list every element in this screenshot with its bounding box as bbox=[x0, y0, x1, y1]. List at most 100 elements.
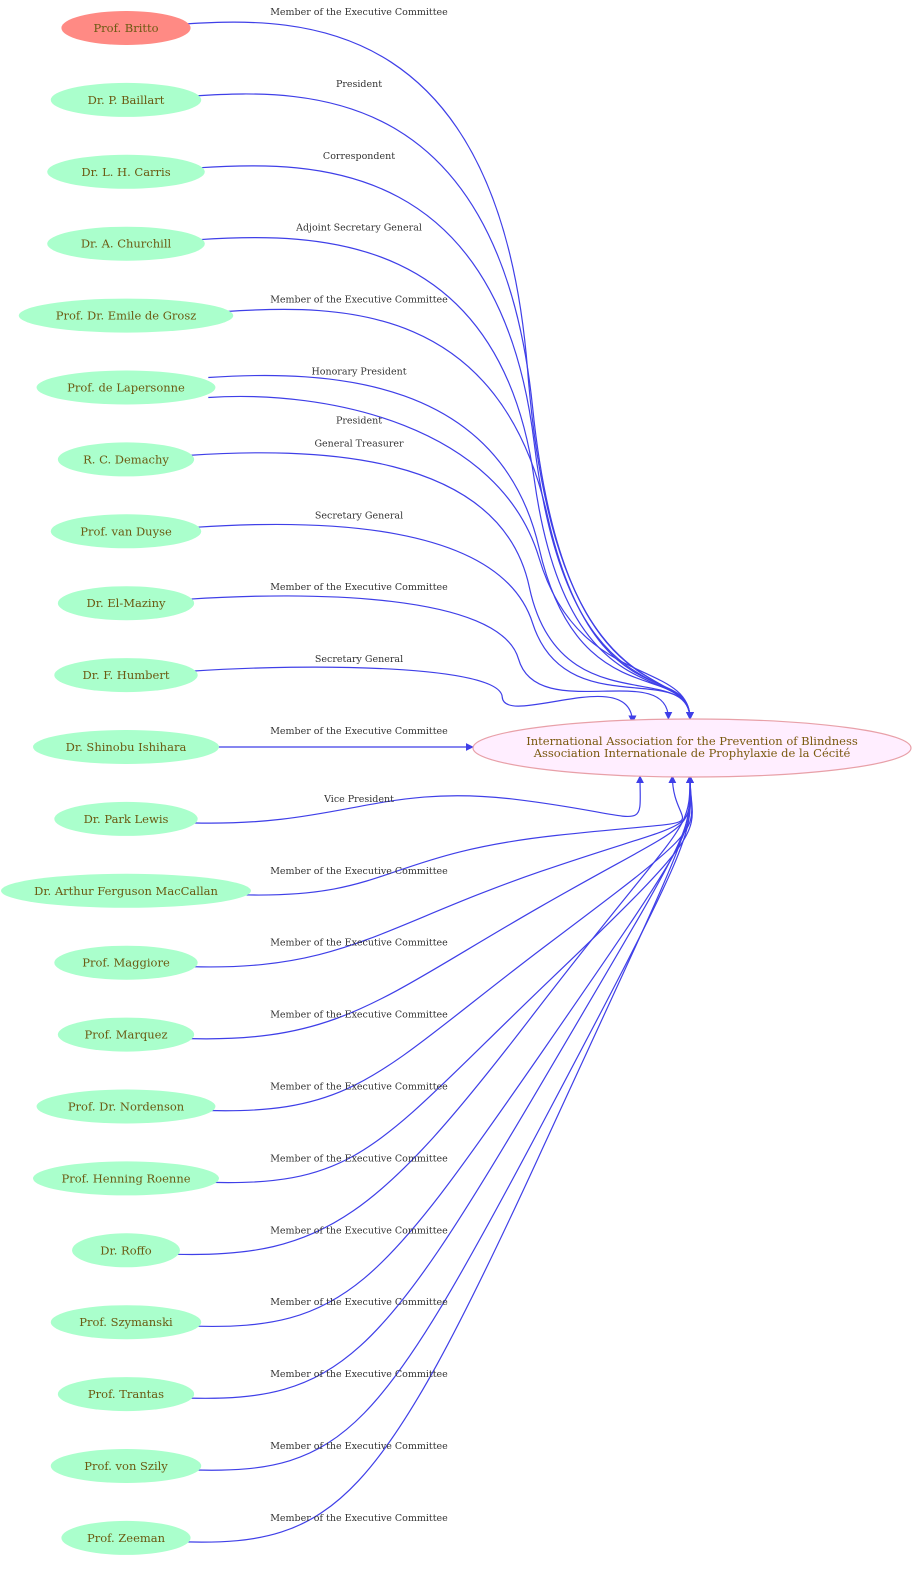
person-ellipse bbox=[33, 730, 219, 764]
person-name: Dr. Park Lewis bbox=[84, 812, 169, 826]
edge-labels-layer: Member of the Executive CommitteePreside… bbox=[270, 7, 448, 1524]
person-node[interactable]: Dr. Arthur Ferguson MacCallan bbox=[1, 873, 251, 908]
person-name: R. C. Demachy bbox=[83, 452, 169, 466]
person-ellipse bbox=[33, 1161, 219, 1196]
person-ellipse bbox=[36, 370, 216, 405]
role-edge bbox=[208, 395, 694, 720]
role-edge bbox=[188, 452, 694, 720]
person-node[interactable]: Prof. Szymanski bbox=[50, 1305, 202, 1340]
role-label: Honorary President bbox=[311, 367, 406, 378]
role-label: Vice President bbox=[323, 794, 394, 805]
person-name: Prof. Trantas bbox=[88, 1387, 164, 1401]
person-node[interactable]: Dr. El-Maziny bbox=[57, 586, 195, 621]
role-edge bbox=[185, 21, 694, 720]
person-node[interactable]: Prof. Zeeman bbox=[61, 1520, 191, 1555]
role-label: Member of the Executive Committee bbox=[270, 866, 448, 877]
role-edge bbox=[191, 666, 637, 724]
person-node[interactable]: Dr. F. Humbert bbox=[54, 658, 198, 693]
person-name: Dr. L. H. Carris bbox=[81, 165, 170, 179]
role-edge bbox=[208, 374, 694, 720]
person-ellipse bbox=[61, 11, 191, 45]
person-ellipse bbox=[54, 801, 198, 836]
role-label: Member of the Executive Committee bbox=[270, 1153, 448, 1164]
person-node[interactable]: Dr. Shinobu Ishihara bbox=[33, 730, 219, 764]
person-ellipse bbox=[1, 873, 251, 908]
person-ellipse bbox=[50, 82, 202, 117]
role-label: Member of the Executive Committee bbox=[270, 1297, 448, 1308]
role-label: General Treasurer bbox=[314, 438, 404, 449]
hub-ellipse bbox=[472, 718, 912, 778]
person-node[interactable]: Prof. Dr. Nordenson bbox=[36, 1089, 216, 1124]
person-name: Dr. F. Humbert bbox=[83, 668, 170, 682]
person-name: Dr. Shinobu Ishihara bbox=[66, 740, 187, 754]
hub-label-line1: International Association for the Preven… bbox=[526, 734, 858, 748]
role-edge bbox=[188, 775, 695, 1040]
role-label: Member of the Executive Committee bbox=[270, 1369, 448, 1380]
person-node[interactable]: Dr. L. H. Carris bbox=[47, 154, 205, 189]
person-ellipse bbox=[36, 1089, 216, 1124]
person-name: Prof. Maggiore bbox=[82, 956, 170, 970]
person-name: Prof. Dr. Emile de Grosz bbox=[56, 309, 197, 323]
person-ellipse bbox=[18, 298, 234, 333]
person-node[interactable]: Prof. Britto bbox=[61, 11, 191, 45]
role-label: Member of the Executive Committee bbox=[270, 1513, 448, 1524]
role-edge bbox=[240, 775, 684, 896]
person-node[interactable]: Dr. Roffo bbox=[72, 1233, 180, 1268]
role-label: Member of the Executive Committee bbox=[270, 1010, 448, 1021]
person-node[interactable]: Dr. A. Churchill bbox=[47, 226, 205, 261]
role-label: Correspondent bbox=[323, 151, 395, 162]
person-ellipse bbox=[72, 1233, 180, 1268]
person-node[interactable]: Dr. Park Lewis bbox=[54, 801, 198, 836]
person-node[interactable]: Prof. Trantas bbox=[57, 1377, 195, 1412]
role-edge bbox=[188, 595, 673, 720]
person-ellipse bbox=[54, 658, 198, 693]
role-edge bbox=[175, 775, 694, 1256]
role-label: Member of the Executive Committee bbox=[270, 938, 448, 949]
person-ellipse bbox=[50, 1449, 202, 1483]
role-edge bbox=[185, 775, 695, 1543]
person-node[interactable]: Prof. Maggiore bbox=[54, 945, 198, 980]
person-ellipse bbox=[47, 226, 205, 261]
person-name: Prof. Szymanski bbox=[79, 1315, 173, 1329]
person-name: Prof. Zeeman bbox=[87, 1531, 166, 1545]
hub-node[interactable]: International Association for the Preven… bbox=[472, 718, 912, 778]
person-name: Prof. de Lapersonne bbox=[67, 381, 185, 395]
person-name: Dr. Arthur Ferguson MacCallan bbox=[34, 884, 218, 898]
person-name: Dr. El-Maziny bbox=[87, 596, 166, 610]
role-label: Secretary General bbox=[315, 654, 403, 665]
person-node[interactable]: Prof. Marquez bbox=[57, 1017, 195, 1052]
role-label: Member of the Executive Committee bbox=[270, 582, 448, 593]
person-ellipse bbox=[50, 1305, 202, 1340]
role-edge bbox=[195, 775, 695, 1471]
person-node[interactable]: Dr. P. Baillart bbox=[50, 82, 202, 117]
person-name: Prof. Britto bbox=[93, 21, 158, 35]
role-edge bbox=[198, 165, 694, 720]
role-label: Member of the Executive Committee bbox=[270, 7, 448, 18]
role-label: Member of the Executive Committee bbox=[270, 1082, 448, 1093]
person-ellipse bbox=[57, 1377, 195, 1412]
role-label: Secretary General bbox=[315, 510, 403, 521]
role-edge bbox=[224, 308, 694, 720]
person-node[interactable]: R. C. Demachy bbox=[57, 442, 195, 477]
role-edge bbox=[211, 775, 695, 1184]
role-label: Member of the Executive Committee bbox=[270, 1225, 448, 1236]
person-node[interactable]: Prof. Henning Roenne bbox=[33, 1161, 219, 1196]
role-label: President bbox=[336, 79, 382, 90]
edges-layer bbox=[175, 21, 695, 1543]
person-node[interactable]: Prof. de Lapersonne bbox=[36, 370, 216, 405]
person-name: Prof. von Szily bbox=[84, 1459, 168, 1473]
role-edge bbox=[191, 775, 645, 824]
person-node[interactable]: Prof. von Szily bbox=[50, 1449, 202, 1483]
person-ellipse bbox=[57, 1017, 195, 1052]
person-ellipse bbox=[61, 1520, 191, 1555]
person-ellipse bbox=[57, 586, 195, 621]
person-node[interactable]: Prof. van Duyse bbox=[50, 514, 202, 549]
role-edge bbox=[195, 775, 695, 1328]
person-name: Prof. van Duyse bbox=[80, 524, 172, 538]
role-edge bbox=[195, 523, 694, 720]
person-node[interactable]: Prof. Dr. Emile de Grosz bbox=[18, 298, 234, 333]
role-label: President bbox=[336, 416, 382, 427]
role-label: Member of the Executive Committee bbox=[270, 295, 448, 306]
